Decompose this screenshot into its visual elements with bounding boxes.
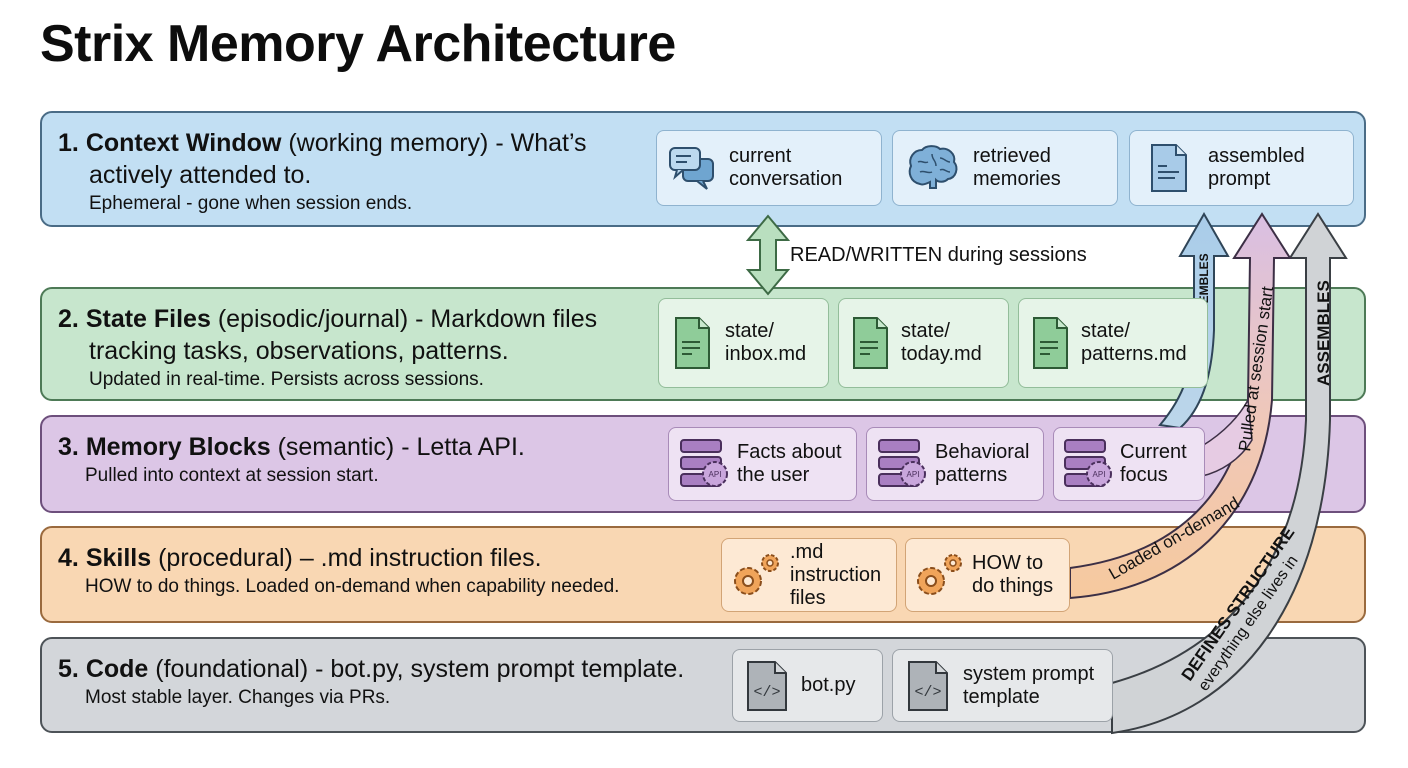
item-label: Facts about the user xyxy=(737,441,842,486)
item-facts-about-user[interactable]: API Facts about the user xyxy=(668,427,857,501)
layer-note: Updated in real-time. Persists across se… xyxy=(89,369,484,390)
markdown-file-icon xyxy=(659,315,725,371)
item-label: Current focus xyxy=(1120,441,1187,486)
item-label: assembled prompt xyxy=(1208,145,1305,190)
item-retrieved-memories[interactable]: retrieved memories xyxy=(892,130,1118,206)
item-state-inbox[interactable]: state/ inbox.md xyxy=(658,298,829,388)
item-label: .md instruction files xyxy=(790,540,882,609)
layer-heading: 3. Memory Blocks (semantic) - Letta API. xyxy=(58,433,525,461)
document-icon xyxy=(1130,142,1208,194)
svg-text:API: API xyxy=(907,470,920,479)
pulled-loaded-arrow xyxy=(1069,212,1292,600)
brain-icon xyxy=(893,144,973,192)
layer-note: HOW to do things. Loaded on-demand when … xyxy=(85,576,620,597)
api-database-icon: API xyxy=(1054,438,1120,490)
item-assembled-prompt[interactable]: assembled prompt xyxy=(1129,130,1354,206)
item-label: HOW to do things xyxy=(972,552,1054,597)
item-label: state/ patterns.md xyxy=(1081,320,1187,365)
code-assembles-arrow xyxy=(1111,212,1348,735)
loaded-label: Loaded on-demand xyxy=(1106,493,1243,583)
item-system-prompt-template[interactable]: </> system prompt template xyxy=(892,649,1113,722)
svg-text:API: API xyxy=(1093,470,1106,479)
item-state-today[interactable]: state/ today.md xyxy=(838,298,1009,388)
layer-heading: 5. Code (foundational) - bot.py, system … xyxy=(58,655,685,683)
gears-icon xyxy=(906,551,972,599)
api-database-icon: API xyxy=(867,438,935,490)
item-bot-py[interactable]: </> bot.py xyxy=(732,649,883,722)
layer-heading: 1. Context Window (working memory) - Wha… xyxy=(58,129,587,189)
item-label: current conversation xyxy=(729,145,843,190)
layer-note: Pulled into context at session start. xyxy=(85,465,379,486)
gears-icon xyxy=(722,551,790,599)
item-label: system prompt template xyxy=(963,662,1095,708)
svg-text:</>: </> xyxy=(914,684,941,701)
svg-text:</>: </> xyxy=(753,684,780,701)
item-label: Behavioral patterns xyxy=(935,441,1030,486)
item-md-instruction-files[interactable]: .md instruction files xyxy=(721,538,897,612)
markdown-file-icon xyxy=(1019,315,1081,371)
diagram-title: Strix Memory Architecture xyxy=(40,15,676,73)
layer-heading: 4. Skills (procedural) – .md instruction… xyxy=(58,544,542,572)
memory-block-connector xyxy=(1201,397,1253,477)
api-database-icon: API xyxy=(669,438,737,490)
read-written-label: READ/WRITTEN during sessions xyxy=(790,244,1087,266)
layer-heading: 2. State Files (episodic/journal) - Mark… xyxy=(58,305,598,365)
item-label: retrieved memories xyxy=(973,145,1061,190)
item-behavioral-patterns[interactable]: API Behavioral patterns xyxy=(866,427,1044,501)
item-current-conversation[interactable]: current conversation xyxy=(656,130,882,206)
layer-note: Most stable layer. Changes via PRs. xyxy=(85,687,391,708)
markdown-file-icon xyxy=(839,315,901,371)
item-current-focus[interactable]: API Current focus xyxy=(1053,427,1205,501)
code-file-icon: </> xyxy=(733,659,801,713)
svg-text:API: API xyxy=(709,470,722,479)
read-written-arrow xyxy=(745,214,791,296)
chat-bubbles-icon xyxy=(657,145,729,191)
item-label: state/ inbox.md xyxy=(725,320,807,365)
layer-note: Ephemeral - gone when session ends. xyxy=(89,193,413,214)
item-label: state/ today.md xyxy=(901,320,982,365)
code-assembles-label: ASSEMBLES xyxy=(1314,280,1333,386)
item-state-patterns[interactable]: state/ patterns.md xyxy=(1018,298,1208,388)
item-how-to-do-things[interactable]: HOW to do things xyxy=(905,538,1070,612)
item-label: bot.py xyxy=(801,674,856,696)
code-file-icon: </> xyxy=(893,659,963,713)
